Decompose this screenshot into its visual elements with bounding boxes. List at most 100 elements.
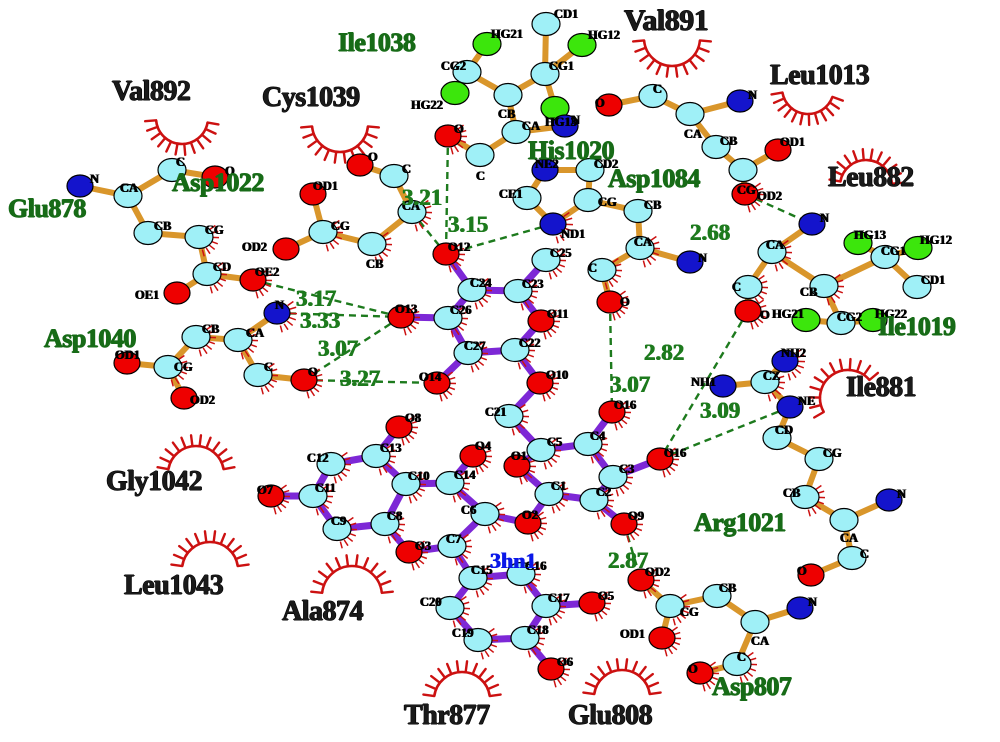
atom-i38_cg1[interactable] <box>530 61 560 87</box>
atom-lig_c20[interactable] <box>435 595 465 621</box>
atom-d07_cg[interactable] <box>655 593 685 619</box>
atom-d40_n[interactable] <box>263 301 291 325</box>
residue-label-leu1013[interactable]: Leu1013 <box>770 60 870 91</box>
atom-i19_cb[interactable] <box>809 273 839 299</box>
atom-d40_o[interactable] <box>290 368 318 392</box>
atom-i38_cd1[interactable] <box>531 11 561 37</box>
atom-d22_cb[interactable] <box>357 231 387 257</box>
atom-l13_c[interactable] <box>638 83 668 109</box>
residue-label-cys1039[interactable]: Cys1039 <box>262 82 360 113</box>
atom-lig_o4[interactable] <box>459 444 487 468</box>
atom-r21_n[interactable] <box>875 488 903 512</box>
residue-label-thr877[interactable]: Thr877 <box>404 700 490 731</box>
atom-lig_o11[interactable] <box>527 309 555 333</box>
atom-lig_c25[interactable] <box>531 247 561 273</box>
atom-r21_o[interactable] <box>797 563 825 587</box>
residue-label-his1020[interactable]: His1020 <box>528 136 615 165</box>
atom-d07_ca[interactable] <box>740 609 770 635</box>
atom-e78_cd[interactable] <box>192 261 222 287</box>
atom-lig_c19[interactable] <box>463 627 493 653</box>
atom-i38_o[interactable] <box>434 124 462 148</box>
atom-e78_ca[interactable] <box>113 183 143 209</box>
atom-d84_c[interactable] <box>587 257 617 283</box>
residue-label-ile881[interactable]: Ile881 <box>846 372 917 403</box>
atom-lig_o10[interactable] <box>526 371 554 395</box>
atom-i19_c[interactable] <box>733 274 763 300</box>
atom-i19_n[interactable] <box>798 212 826 236</box>
atom-lig_c3[interactable] <box>598 464 628 490</box>
atom-lig_c14[interactable] <box>435 470 465 496</box>
atom-d07_o[interactable] <box>686 661 714 685</box>
atom-lig_c21[interactable] <box>494 403 524 429</box>
atom-d84_o[interactable] <box>596 290 624 314</box>
atom-e78_cb[interactable] <box>133 220 163 246</box>
atom-d07_c[interactable] <box>722 651 752 677</box>
residue-label-ile1038[interactable]: Ile1038 <box>338 28 416 57</box>
atom-e78_oe2[interactable] <box>239 268 267 292</box>
atom-lig_c27[interactable] <box>453 340 483 366</box>
atom-r21_cz[interactable] <box>750 369 780 395</box>
atom-d07_n[interactable] <box>786 596 814 620</box>
ligand-name-label[interactable]: 3hn1 <box>490 548 537 573</box>
atom-lig_c10[interactable] <box>391 471 421 497</box>
atom-l13_ca[interactable] <box>675 101 705 127</box>
atom-d22_ca[interactable] <box>397 199 427 225</box>
atom-i38_ca[interactable] <box>501 119 531 145</box>
atom-lig_c12[interactable] <box>316 451 346 477</box>
atom-d84_cb[interactable] <box>623 198 653 224</box>
atom-d40_od1[interactable] <box>113 351 141 375</box>
atom-i19_o[interactable] <box>734 299 762 323</box>
atom-lig_o13[interactable] <box>387 305 415 329</box>
atom-i19_hg22[interactable] <box>858 307 888 333</box>
atom-h20_cd2[interactable] <box>575 157 605 183</box>
atom-i38_c[interactable] <box>465 142 495 168</box>
residue-label-ile1019[interactable]: Ile1019 <box>878 312 956 341</box>
atom-d84_n[interactable] <box>676 250 704 274</box>
atom-i19_hg12[interactable] <box>903 235 933 261</box>
atom-d84_ca[interactable] <box>625 235 655 261</box>
atom-h20_cg[interactable] <box>573 187 603 213</box>
atom-d84_cg[interactable] <box>728 157 758 183</box>
atom-lig_c24[interactable] <box>457 277 487 303</box>
atom-lig_c22[interactable] <box>500 337 530 363</box>
atom-d40_cb[interactable] <box>181 324 211 350</box>
atom-i38_cg2[interactable] <box>452 59 482 85</box>
atom-i38_hg12[interactable] <box>567 32 597 58</box>
atom-i19_cd1[interactable] <box>902 274 932 300</box>
atom-lig_o9[interactable] <box>610 512 638 536</box>
residue-label-glu878[interactable]: Glu878 <box>8 194 86 223</box>
atom-lig_c13[interactable] <box>361 443 391 469</box>
atom-i19_hg13[interactable] <box>843 230 873 256</box>
atom-lig_c9[interactable] <box>322 516 352 542</box>
residue-label-asp807[interactable]: Asp807 <box>712 672 792 701</box>
atom-l13_cb[interactable] <box>701 134 731 160</box>
atom-lig_c8[interactable] <box>370 511 400 537</box>
atom-d40_od2[interactable] <box>170 386 198 410</box>
atom-h20_ce1[interactable] <box>512 185 542 211</box>
atom-d22_c[interactable] <box>379 163 409 189</box>
residue-label-asp1022[interactable]: Asp1022 <box>172 168 264 197</box>
atom-lig_c23[interactable] <box>503 278 533 304</box>
atom-r21_nh1[interactable] <box>709 374 737 398</box>
atom-lig_o7[interactable] <box>257 484 285 508</box>
atom-r21_cd[interactable] <box>762 425 792 451</box>
atom-lig_c18[interactable] <box>510 625 540 651</box>
atom-h20_nd1[interactable] <box>539 212 567 236</box>
residue-label-val892[interactable]: Val892 <box>112 76 191 107</box>
atom-lig_o16[interactable] <box>598 400 626 424</box>
atom-lig_o2[interactable] <box>514 511 542 535</box>
atom-r21_ne[interactable] <box>776 395 804 419</box>
atom-lig_o6[interactable] <box>537 657 565 681</box>
residue-label-arg1021[interactable]: Arg1021 <box>694 508 786 537</box>
atom-i38_hg22[interactable] <box>440 80 470 106</box>
atom-r21_nh2[interactable] <box>771 349 799 373</box>
atom-d40_ca[interactable] <box>223 327 253 353</box>
atom-lig_o8[interactable] <box>385 415 413 439</box>
atom-i19_cg2[interactable] <box>826 310 856 336</box>
atom-d22_o[interactable] <box>346 153 374 177</box>
atom-d40_c[interactable] <box>243 362 273 388</box>
atom-r21_c[interactable] <box>837 545 867 571</box>
atom-d07_od1[interactable] <box>648 626 676 650</box>
atom-lig_c7[interactable] <box>437 533 467 559</box>
residue-label-gly1042[interactable]: Gly1042 <box>106 466 203 497</box>
